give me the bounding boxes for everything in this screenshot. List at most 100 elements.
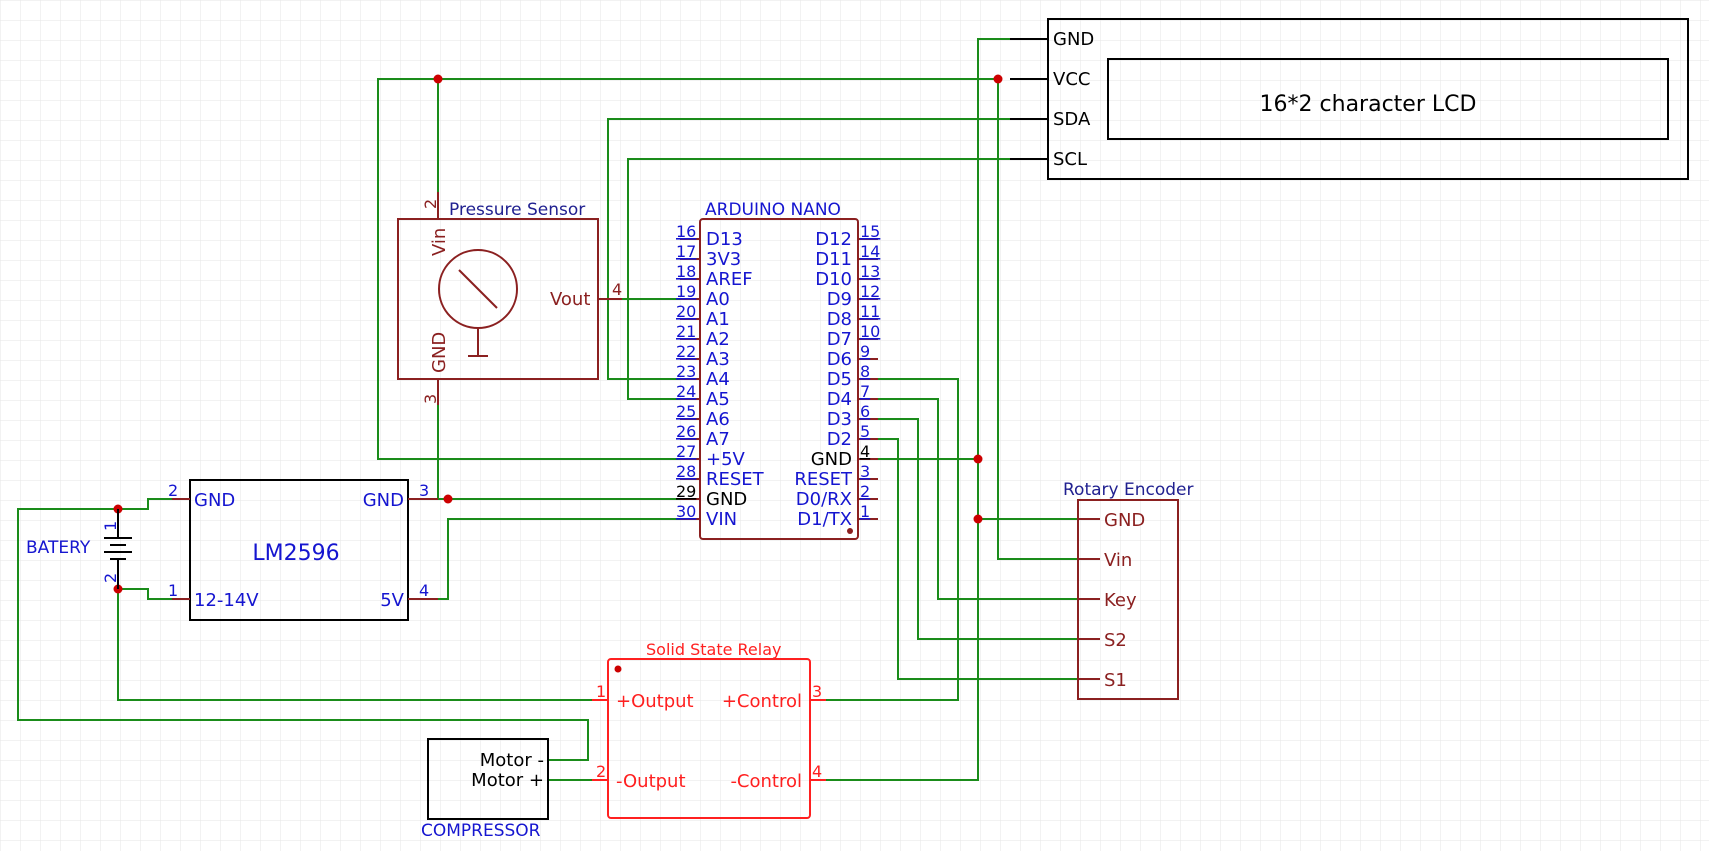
lm2596-label: LM2596	[252, 541, 339, 566]
lm2596-num-vin: 1	[168, 581, 178, 600]
relay-ctrl-plus: +Control	[722, 691, 802, 712]
arduino-pin-num: 14	[860, 242, 880, 261]
lcd-pin-sda: SDA	[1053, 109, 1091, 130]
arduino-pin-label: A5	[706, 389, 730, 410]
arduino-pin-num: 28	[676, 462, 696, 481]
arduino-pin-num: 29	[676, 482, 696, 501]
relay-num-out-plus: 1	[596, 682, 606, 701]
relay-num-ctrl-plus: 3	[812, 682, 822, 701]
arduino-pin-num: 15	[860, 222, 880, 241]
arduino-pin-label: +5V	[706, 449, 746, 470]
lm2596-pin-vin: 12-14V	[194, 590, 259, 611]
arduino-pin-num: 16	[676, 222, 696, 241]
relay-out-minus: -Output	[616, 771, 686, 792]
arduino-pin-label: D13	[706, 229, 743, 250]
arduino-pin-num: 3	[860, 462, 870, 481]
arduino-pin-num: 2	[860, 482, 870, 501]
arduino-pin-label: 3V3	[706, 249, 741, 270]
arduino-pin-label: D1/TX	[797, 509, 852, 530]
encoder-pin-s1: S1	[1104, 670, 1127, 691]
arduino-pin-label: D0/RX	[796, 489, 852, 510]
arduino-pin-num: 19	[676, 282, 696, 301]
arduino-pin-num: 12	[860, 282, 880, 301]
lm2596-pin-gnd-in: GND	[194, 490, 235, 511]
arduino-pin-num: 11	[860, 302, 880, 321]
arduino-pin-label: D4	[827, 389, 852, 410]
encoder-pin-vin: Vin	[1104, 550, 1132, 571]
battery-label: BATERY	[26, 538, 91, 558]
arduino-pin-num: 8	[860, 362, 870, 381]
solid-state-relay: Solid State Relay +Output -Output +Contr…	[592, 640, 826, 819]
lcd-pin-gnd: GND	[1053, 29, 1094, 50]
sensor-num-gnd: 3	[421, 394, 440, 404]
arduino-pin-num: 6	[860, 402, 870, 421]
arduino-pin-num: 18	[676, 262, 696, 281]
arduino-pin-label: A7	[706, 429, 730, 450]
sensor-num-vin: 2	[421, 199, 440, 209]
compressor-pin-minus: Motor -	[480, 750, 544, 771]
arduino-pin-label: D3	[827, 409, 852, 430]
relay-num-ctrl-minus: 4	[812, 762, 822, 781]
arduino-pin-num: 7	[860, 382, 870, 401]
arduino-pin-label: D2	[827, 429, 852, 450]
relay-title: Solid State Relay	[646, 640, 781, 659]
arduino-pin-label: D6	[827, 349, 852, 370]
relay-num-out-minus: 2	[596, 762, 606, 781]
arduino-pin-label: GND	[811, 449, 852, 470]
arduino-pin-num: 10	[860, 322, 880, 341]
arduino-pin-label: A1	[706, 309, 730, 330]
lm2596-module: LM2596 GND 12-14V GND 5V 2 1 3 4	[168, 479, 438, 621]
arduino-pin-num: 5	[860, 422, 870, 441]
pressure-sensor-title: Pressure Sensor	[449, 200, 585, 220]
compressor: Motor - Motor + COMPRESSOR	[421, 738, 549, 841]
arduino-pin-num: 20	[676, 302, 696, 321]
arduino-pin-label: RESET	[794, 469, 853, 490]
arduino-pin-label: A0	[706, 289, 730, 310]
arduino-pin-label: RESET	[706, 469, 765, 490]
arduino-pin-num: 17	[676, 242, 696, 261]
encoder-pin-gnd: GND	[1104, 510, 1145, 531]
battery-num-top: 1	[101, 521, 120, 531]
lcd-module: GND VCC SDA SCL 16*2 character LCD	[1010, 18, 1689, 180]
arduino-pin-num: 1	[860, 502, 870, 521]
arduino-pin-num: 9	[860, 342, 870, 361]
arduino-pin-num: 4	[860, 442, 870, 461]
arduino-pin-num: 13	[860, 262, 880, 281]
arduino-right-pins: 15D1214D1113D1012D911D810D79D68D57D46D35…	[794, 222, 880, 530]
sensor-pin-vout: Vout	[550, 289, 590, 310]
arduino-pin-num: 27	[676, 442, 696, 461]
arduino-pin-label: AREF	[706, 269, 753, 290]
encoder-pin-key: Key	[1104, 590, 1137, 611]
arduino-pin-label: GND	[706, 489, 747, 510]
lm2596-num-vout: 4	[419, 581, 429, 600]
rotary-encoder-title: Rotary Encoder	[1063, 480, 1194, 500]
arduino-pin-label: D12	[815, 229, 852, 250]
battery: BATERY 1 2	[26, 509, 132, 589]
arduino-pin-num: 22	[676, 342, 696, 361]
arduino-pin-label: A4	[706, 369, 730, 390]
arduino-pin-num: 30	[676, 502, 696, 521]
arduino-pin-label: D5	[827, 369, 852, 390]
arduino-pin-num: 25	[676, 402, 696, 421]
arduino-pin-label: D7	[827, 329, 852, 350]
compressor-label: COMPRESSOR	[421, 821, 541, 841]
arduino-pin-label: A3	[706, 349, 730, 370]
pressure-sensor: Pressure Sensor Vin GND Vout 2 3 4	[397, 192, 622, 405]
arduino-pin-label: A6	[706, 409, 730, 430]
compressor-pin-plus: Motor +	[471, 770, 544, 791]
arduino-pin-label: A2	[706, 329, 730, 350]
arduino-pin-num: 26	[676, 422, 696, 441]
sensor-pin-vin: Vin	[429, 228, 450, 256]
arduino-title: ARDUINO NANO	[705, 200, 841, 220]
battery-num-bottom: 2	[101, 573, 120, 583]
lcd-pin-scl: SCL	[1053, 149, 1087, 170]
arduino-pin-label: D10	[815, 269, 852, 290]
lm2596-num-gnd-in: 2	[168, 481, 178, 500]
sensor-pin-gnd: GND	[429, 332, 450, 373]
encoder-pin-s2: S2	[1104, 630, 1127, 651]
lm2596-pin-gnd-out: GND	[363, 490, 404, 511]
arduino-nano: ARDUINO NANO 16 D13 17 3V3 18 AREF 19 A0 20 A1 21 A…	[676, 200, 880, 540]
